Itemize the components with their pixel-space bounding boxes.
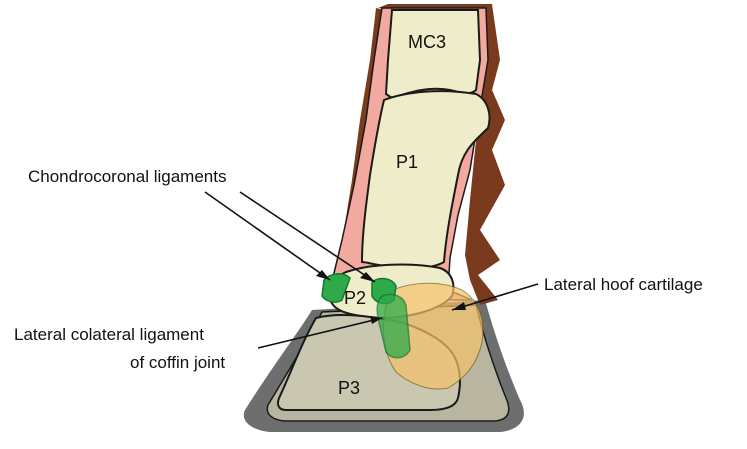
- label-p2: P2: [344, 288, 366, 308]
- bone-mc3: [386, 10, 480, 98]
- label-p1: P1: [396, 152, 418, 172]
- label-p3: P3: [338, 378, 360, 398]
- label-lateral-colateral-line2: of coffin joint: [130, 353, 225, 372]
- label-mc3: MC3: [408, 32, 446, 52]
- label-lateral-colateral-line1: Lateral colateral ligament: [14, 325, 204, 344]
- label-lateral-hoof-cartilage: Lateral hoof cartilage: [544, 275, 703, 294]
- pointer-chondrocoronal-1: [205, 192, 330, 280]
- label-chondrocoronal-ligaments: Chondrocoronal ligaments: [28, 167, 226, 186]
